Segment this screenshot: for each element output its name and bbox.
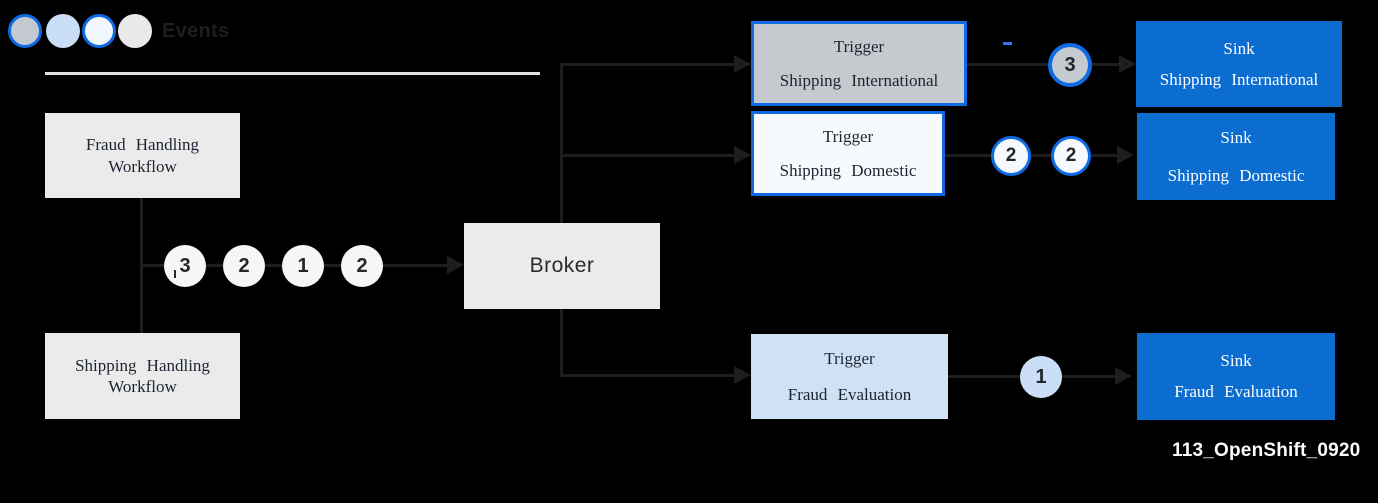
broker-to-trigger-domestic-connector	[560, 154, 735, 157]
trigger-title: Trigger	[822, 126, 874, 146]
blue-dash-mark	[1003, 42, 1012, 45]
event-count-badge: 1	[1020, 356, 1062, 398]
arrowhead-into-sink-international	[1119, 55, 1136, 73]
trigger-to-sink-domestic-connector	[945, 154, 1118, 157]
sink-fraud-evaluation-node: Sink Fraud Evaluation	[1137, 333, 1335, 420]
trigger-fraud-evaluation-node: Trigger Fraud Evaluation	[751, 334, 948, 419]
event-count-badge: 2	[223, 245, 265, 287]
trigger-shipping-domestic-node: Trigger Shipping Domestic	[751, 111, 945, 196]
legend-white-blue-ring-icon	[82, 14, 116, 48]
event-count-badge: 2	[341, 245, 383, 287]
event-count-badge: 1	[282, 245, 324, 287]
event-count-badge: 2	[991, 136, 1031, 176]
sink-subtitle: Shipping International	[1159, 69, 1319, 89]
node-label-line2: Workflow	[108, 377, 177, 396]
arrowhead-into-sink-fraud	[1115, 367, 1132, 385]
event-count-value: 2	[1005, 145, 1017, 166]
event-count-value: 3	[1064, 53, 1076, 76]
trigger-subtitle: Shipping Domestic	[779, 160, 917, 180]
event-count-badge: 3	[164, 245, 206, 287]
arrowhead-into-trigger-fraud	[734, 366, 751, 384]
legend-gray-blue-ring-icon	[8, 14, 42, 48]
trigger-shipping-international-node: Trigger Shipping International	[751, 21, 967, 106]
node-label-line1: Shipping Handling	[75, 355, 210, 375]
broker-to-trigger-fraud-connector	[560, 374, 735, 377]
event-count-value: 1	[297, 254, 309, 277]
broker-down-connector	[560, 309, 563, 377]
sink-title: Sink	[1223, 38, 1255, 58]
sink-shipping-international-node: Sink Shipping International	[1136, 21, 1342, 107]
arrowhead-into-trigger-international	[734, 55, 751, 73]
trigger-subtitle: Shipping International	[779, 70, 939, 90]
event-count-value: 2	[356, 254, 368, 277]
arrowhead-into-trigger-domestic	[734, 146, 751, 164]
node-label-line2: Workflow	[108, 156, 177, 176]
trigger-title: Trigger	[833, 36, 885, 56]
legend-light-blue-icon	[46, 14, 80, 48]
shipping-handling-workflow-node: Shipping Handling Workflow	[45, 333, 240, 419]
node-label-line1: Fraud Handling	[85, 135, 200, 155]
fraud-handling-workflow-node: Fraud Handling Workflow	[45, 113, 240, 198]
sink-title: Sink	[1220, 351, 1252, 370]
event-count-badge: 3	[1048, 43, 1092, 87]
broker-to-trigger-international-connector	[560, 63, 735, 66]
event-count-value: 2	[1065, 145, 1077, 166]
event-count-value: 2	[238, 254, 250, 277]
arrowhead-into-sink-domestic	[1117, 146, 1134, 164]
legend-title: Events	[162, 20, 230, 42]
event-count-badge: 2	[1051, 136, 1091, 176]
arrowhead-into-broker	[447, 256, 464, 274]
event-count-value: 3	[179, 254, 191, 277]
trigger-subtitle: Fraud Evaluation	[787, 384, 912, 404]
sink-shipping-domestic-node: Sink Shipping Domestic	[1137, 113, 1335, 200]
legend-divider	[45, 72, 540, 75]
trigger-to-sink-international-connector	[967, 63, 1120, 66]
trigger-title: Trigger	[824, 348, 875, 368]
event-count-value: 1	[1035, 365, 1047, 388]
sink-subtitle: Shipping Domestic	[1167, 165, 1305, 185]
broker-up-connector	[560, 64, 563, 223]
sink-title: Sink	[1220, 127, 1252, 147]
sink-subtitle: Fraud Evaluation	[1174, 382, 1298, 401]
broker-node: Broker	[464, 223, 660, 309]
legend-light-gray-icon	[118, 14, 152, 48]
text-cursor-artifact	[174, 270, 176, 278]
figure-caption: 113_OpenShift_0920	[1172, 440, 1361, 461]
broker-label: Broker	[529, 254, 595, 277]
